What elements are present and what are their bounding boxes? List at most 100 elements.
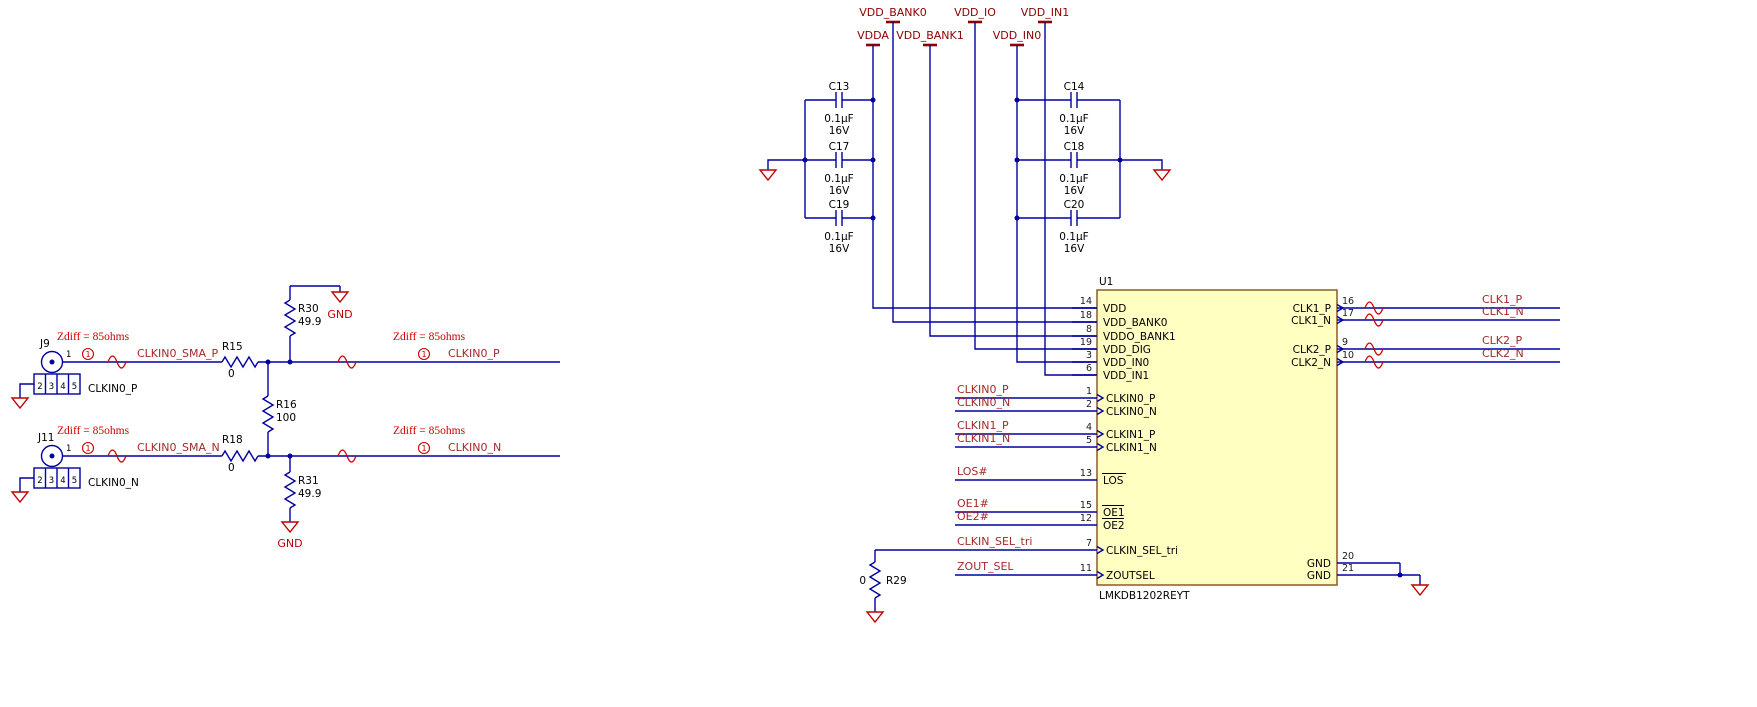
ic-body — [1096, 289, 1338, 586]
gnd-symbol-r31[interactable]: GND — [277, 521, 303, 550]
r15-ref: R15 — [222, 341, 243, 353]
net-label-clk1-p[interactable]: CLK1_P — [1482, 293, 1523, 306]
j11-pin1-number: 1 — [66, 444, 71, 454]
power-label: VDD_IN1 — [1021, 6, 1069, 19]
j9-shield-pin: 4 — [60, 382, 65, 392]
c19-ref: C19 — [829, 199, 850, 211]
sma-center-pin — [49, 453, 55, 459]
diff-pair-icon — [1364, 342, 1384, 356]
j11-shield-pin: 4 — [60, 476, 65, 486]
diff-pair-directive[interactable]: 1 1 1 1 — [81, 347, 431, 463]
net-label-clkin0-n[interactable]: CLKIN0_N — [448, 441, 501, 454]
ic-output-wiring[interactable] — [1362, 307, 1560, 585]
r16-value: 100 — [276, 412, 296, 424]
ic-pin-name: LOS — [1103, 475, 1124, 487]
clock-output-icon — [1336, 303, 1345, 313]
diff-pair-icon — [1364, 355, 1384, 369]
power-wiring[interactable] — [872, 22, 1097, 376]
junction-dot — [287, 453, 293, 459]
c13-ref: C13 — [829, 81, 850, 93]
ic-pin-name: VDD — [1103, 303, 1126, 315]
net-label-clkin1-p[interactable]: CLKIN1_P — [957, 419, 1009, 432]
gnd-symbol-caps-left[interactable] — [758, 169, 778, 182]
gnd-symbol-r30[interactable]: GND — [327, 291, 353, 321]
junction-dot — [870, 215, 876, 221]
net-label-oe1[interactable]: OE1# — [957, 497, 989, 510]
ic-pin-name: VDD_IN0 — [1103, 357, 1149, 369]
power-port-vdd-io[interactable]: VDD_IO — [954, 6, 996, 24]
ic-pin-number: 9 — [1342, 337, 1348, 348]
capacitor-c13[interactable]: C13 0.1µF 16V — [824, 81, 853, 137]
net-label-clkin-sel-tri[interactable]: CLKIN_SEL_tri — [957, 535, 1032, 548]
gnd-symbol-j9[interactable] — [10, 397, 30, 410]
capacitor-c20[interactable]: C20 0.1µF 16V — [1059, 199, 1088, 255]
net-label-clkin0-n-in[interactable]: CLKIN0_N — [957, 396, 1010, 409]
gnd-symbol-caps-right[interactable] — [1152, 169, 1172, 182]
net-label-oe2[interactable]: OE2# — [957, 510, 989, 523]
capacitor-c17[interactable]: C17 0.1µF 16V — [824, 141, 853, 197]
j9-pin1-number: 1 — [66, 350, 71, 360]
power-port-vdd-bank0[interactable]: VDD_BANK0 — [859, 6, 927, 24]
junction-dot — [870, 157, 876, 163]
ic-pin-number: 2 — [1086, 399, 1092, 410]
gnd-symbol-j11[interactable] — [10, 491, 30, 504]
c13-voltage: 16V — [829, 125, 850, 137]
power-port-vdd-in0[interactable]: VDD_IN0 — [993, 29, 1041, 47]
ic-pin-number: 3 — [1086, 350, 1092, 361]
left-wiring[interactable] — [19, 285, 560, 522]
junction-dot — [1117, 157, 1123, 163]
net-label-clk1-n[interactable]: CLK1_N — [1482, 305, 1524, 318]
net-label-clkin0-p-in[interactable]: CLKIN0_P — [957, 383, 1009, 396]
resistor-r15[interactable]: R15 0 — [221, 341, 259, 380]
resistor-r18[interactable]: R18 0 — [221, 434, 259, 474]
c18-voltage: 16V — [1064, 185, 1085, 197]
gnd-symbol-ic[interactable] — [1410, 584, 1430, 597]
connector-j9[interactable]: J9 1 2 3 4 5 CLKIN0_P — [33, 338, 137, 395]
net-label-clk2-n[interactable]: CLK2_N — [1482, 347, 1524, 360]
c19-value: 0.1µF — [824, 231, 853, 243]
ic-pin-number: 13 — [1080, 468, 1092, 479]
capacitor-c18[interactable]: C18 0.1µF 16V — [1059, 141, 1088, 197]
ic-input-wiring[interactable] — [874, 397, 1072, 612]
resistor-r31[interactable]: R31 49.9 — [283, 471, 321, 509]
power-port-vdda[interactable]: VDDA — [857, 29, 889, 47]
capacitor-c19[interactable]: C19 0.1µF 16V — [824, 199, 853, 255]
ic-pin-number: 12 — [1080, 513, 1092, 524]
power-port-vdd-bank1[interactable]: VDD_BANK1 — [896, 29, 964, 47]
capacitor-c14[interactable]: C14 0.1µF 16V — [1059, 81, 1088, 137]
j9-ref: J9 — [39, 338, 50, 350]
j9-shield-pin: 3 — [49, 382, 54, 392]
j11-shield-pin: 3 — [49, 476, 54, 486]
ic-pin-number: 1 — [1086, 386, 1092, 397]
net-label-clkin0-sma-p[interactable]: CLKIN0_SMA_P — [137, 347, 218, 360]
net-label-clk2-p[interactable]: CLK2_P — [1482, 334, 1523, 347]
clock-output-icon — [1336, 315, 1345, 325]
connector-j11[interactable]: J11 1 2 3 4 5 CLKIN0_N — [33, 432, 139, 489]
ic-pin-number: 6 — [1086, 363, 1092, 374]
resistor-r29[interactable]: 0 R29 — [859, 561, 907, 599]
ic-pin-name: CLK1_P — [1293, 303, 1331, 315]
resistor-r30[interactable]: R30 49.9 — [283, 299, 321, 337]
resistor-r16[interactable]: R16 100 — [261, 395, 297, 433]
power-label: VDD_IO — [954, 6, 996, 19]
gnd-symbol-r29[interactable] — [865, 611, 885, 624]
net-label-clkin1-n[interactable]: CLKIN1_N — [957, 432, 1010, 445]
j11-shield-pin: 2 — [37, 476, 42, 486]
net-label-zout-sel[interactable]: ZOUT_SEL — [957, 560, 1014, 573]
power-port-vdd-in1[interactable]: VDD_IN1 — [1021, 6, 1069, 24]
ic-pin-number: 17 — [1342, 308, 1354, 319]
ic-pin-number: 20 — [1342, 551, 1354, 562]
diff-pair-directive-outputs[interactable] — [1364, 301, 1384, 369]
clock-output-icon — [1336, 344, 1345, 354]
net-label-los[interactable]: LOS# — [957, 465, 988, 478]
j11-net-label: CLKIN0_N — [88, 477, 139, 489]
ic-pin-number: 18 — [1080, 310, 1092, 321]
c20-voltage: 16V — [1064, 243, 1085, 255]
j11-shield-pin: 5 — [72, 476, 77, 486]
net-label-clkin0-sma-n[interactable]: CLKIN0_SMA_N — [137, 441, 220, 454]
j9-shield-pin: 5 — [72, 382, 77, 392]
c20-value: 0.1µF — [1059, 231, 1088, 243]
net-label-clkin0-p[interactable]: CLKIN0_P — [448, 347, 500, 360]
